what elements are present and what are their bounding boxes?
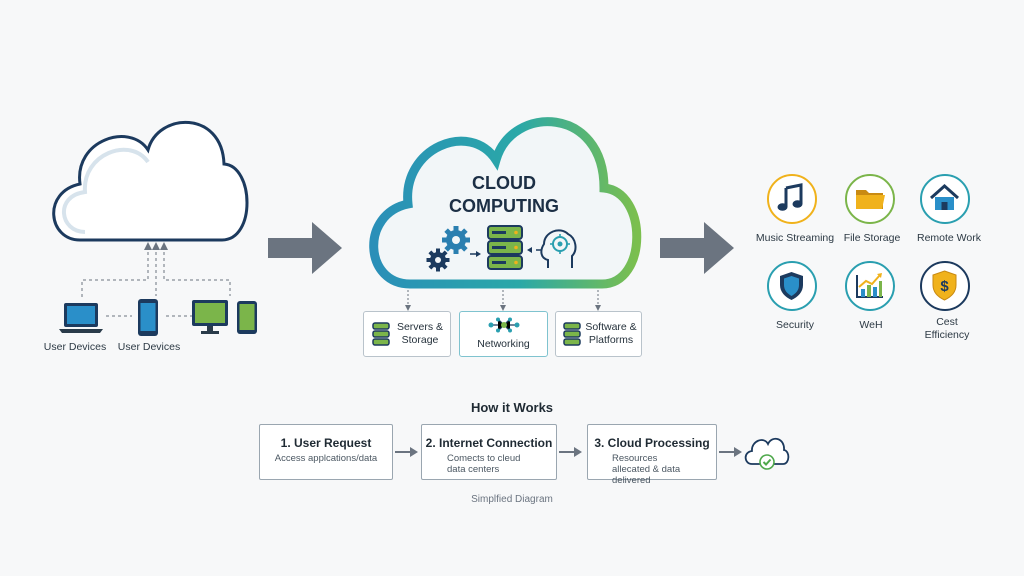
service-label: Software & Platforms [585, 321, 637, 346]
app-label-security: Security [776, 319, 814, 331]
step-internet-connection: 2. Internet Connection Comects to cleud … [421, 424, 557, 480]
database-icon [487, 225, 523, 270]
user-devices-label-2: User Devices [117, 341, 181, 353]
gears-icon [426, 226, 481, 272]
ai-brain-icon [527, 229, 577, 268]
arrow-right-icon [268, 222, 342, 274]
step-title: 3. Cloud Processing [594, 436, 710, 450]
music-note-icon [777, 183, 803, 211]
user-devices-label-1: User Devices [43, 341, 107, 353]
home-icon [930, 183, 959, 210]
shield-icon [780, 272, 803, 300]
laptop-icon [59, 303, 103, 333]
step-cloud-processing: 3. Cloud Processing Resources allecated … [587, 424, 717, 486]
step-desc: Resources allecated & data delivered [612, 453, 681, 486]
cloud-title-line-2: COMPUTING [449, 196, 559, 216]
service-connectors [405, 290, 601, 311]
cloud-check-icon [744, 437, 790, 470]
app-music-streaming [767, 174, 817, 224]
app-label-file-storage: File Storage [843, 232, 901, 244]
step-desc: Comects to cleud data centers [447, 453, 521, 475]
folder-icon [856, 190, 885, 209]
cloud-title-line-1: CLOUD [472, 173, 536, 193]
user-cloud-icon [52, 120, 249, 242]
service-box-networking: Networking [459, 311, 548, 357]
desktop-monitor-icon [192, 300, 228, 334]
service-box-servers-storage: Servers & Storage [363, 311, 451, 357]
service-label: Servers & Storage [396, 321, 444, 346]
step-arrow-icon [719, 447, 742, 457]
app-label-remote-work: Remote Work [917, 232, 981, 244]
network-icon [488, 317, 519, 333]
svg-text:$: $ [940, 278, 949, 295]
app-file-storage [845, 174, 895, 224]
database-small-icon [372, 322, 390, 346]
cloud-computing-cloud [369, 117, 642, 289]
step-arrow-icon [395, 447, 418, 457]
app-label-web: WeH [859, 319, 883, 331]
app-cost-efficiency: $ [920, 261, 970, 311]
diagram-caption: Simplfied Diagram [471, 494, 553, 505]
device-connectors [81, 242, 231, 317]
arrow-right-icon [660, 222, 734, 274]
app-remote-work [920, 174, 970, 224]
step-desc: Access applcations/data [274, 453, 378, 464]
step-user-request: 1. User Request Access applcations/data [259, 424, 393, 480]
app-label-music-streaming: Music Streaming [755, 232, 835, 244]
step-title: 1. User Request [280, 436, 372, 450]
database-small-icon [563, 322, 581, 346]
service-box-software-platforms: Software & Platforms [555, 311, 642, 357]
tablet-icon [237, 301, 257, 334]
app-label-cost-efficiency: Cest Efficiency [924, 316, 970, 341]
chart-icon [856, 273, 883, 298]
service-label: Networking [477, 338, 530, 350]
dollar-shield-icon: $ [932, 270, 957, 301]
step-arrow-icon [559, 447, 582, 457]
how-it-works-title: How it Works [470, 400, 554, 415]
app-security [767, 261, 817, 311]
cloud-title: CLOUD COMPUTING [412, 172, 596, 218]
smartphone-icon [138, 299, 158, 336]
step-title: 2. Internet Connection [425, 436, 553, 450]
app-web [845, 261, 895, 311]
